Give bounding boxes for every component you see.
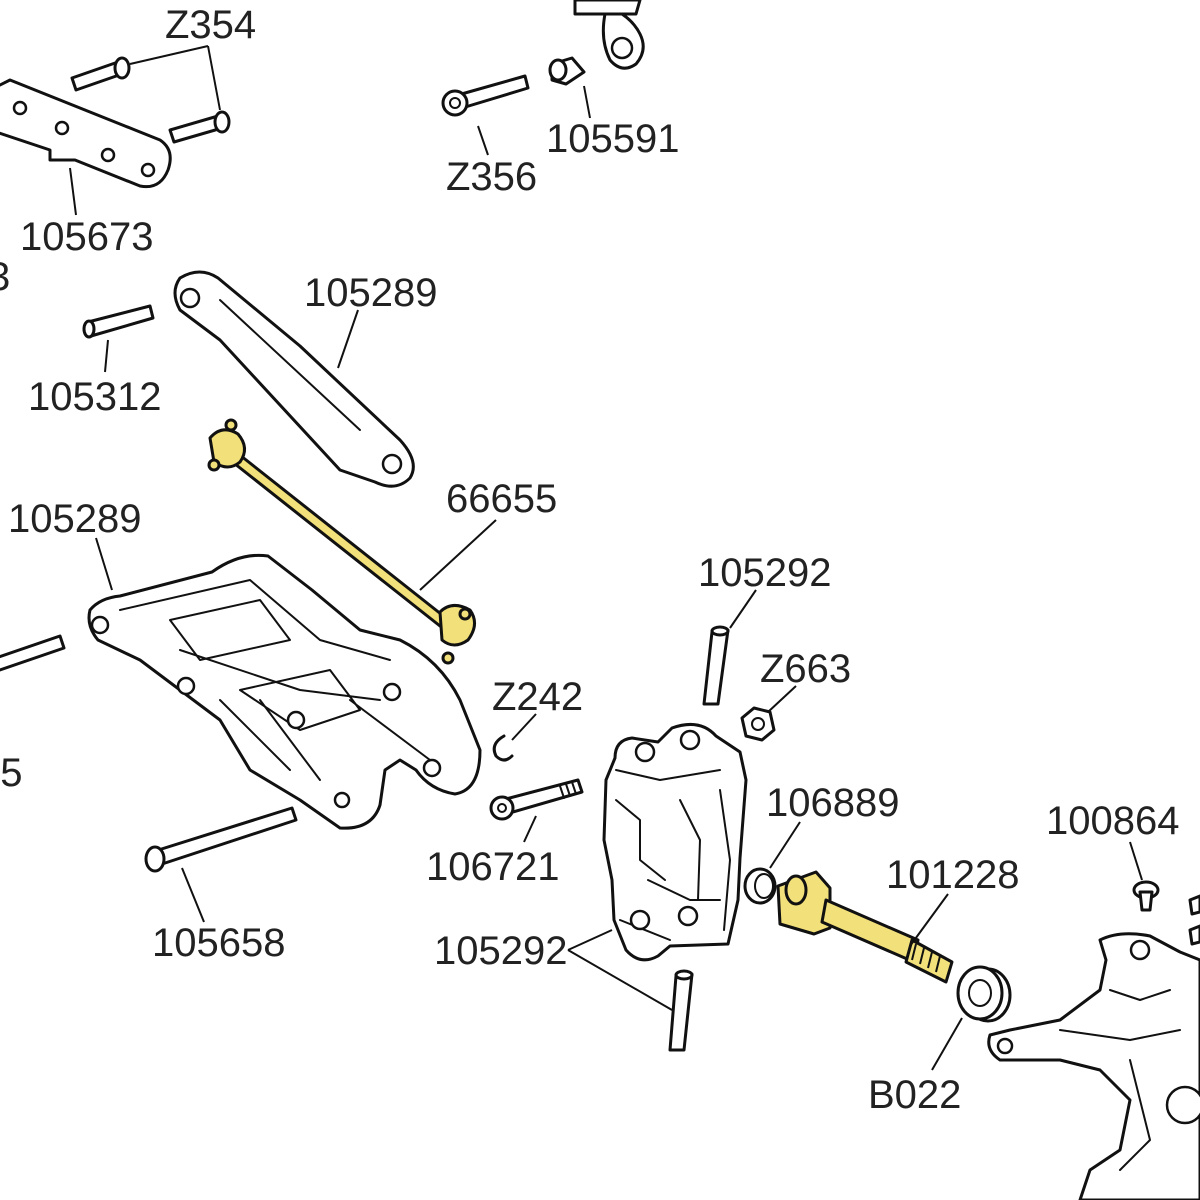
lower-arm-105289 (87, 553, 482, 830)
bushing-105591 (548, 56, 586, 86)
screw-z356 (441, 74, 530, 117)
pin-105292-top (702, 625, 730, 706)
label-106889: 106889 (766, 781, 899, 825)
nut-z663 (740, 706, 776, 742)
leader-lines (69, 45, 1143, 1071)
axle-101228 (776, 870, 954, 984)
label-105673: 105673 (20, 215, 153, 259)
part-labels: Z354 Z356 105591 105673 3 105289 105312 … (0, 3, 1179, 1117)
spacer-106889 (743, 867, 777, 905)
label-z354: Z354 (165, 3, 256, 47)
screw-z354-a (70, 56, 131, 92)
label-z356: Z356 (446, 155, 537, 199)
label-105658: 105658 (152, 921, 285, 965)
hinge-pin-106721 (489, 778, 584, 821)
label-105289-upper: 105289 (304, 271, 437, 315)
pin-105658 (144, 806, 298, 873)
pin-105292-bottom (668, 969, 694, 1052)
label-101228: 101228 (886, 853, 1019, 897)
label-edge-left-2: 75 (0, 751, 23, 795)
hub-carrier (602, 722, 748, 962)
label-105312: 105312 (28, 375, 161, 419)
label-105591: 105591 (546, 117, 679, 161)
label-100864: 100864 (1046, 799, 1179, 843)
label-105292-top: 105292 (698, 551, 831, 595)
label-105292-bottom: 105292 (434, 929, 567, 973)
screw-100864 (1132, 880, 1160, 912)
mount-plate-105673 (0, 78, 172, 189)
pin-left-edge (0, 634, 66, 672)
label-66655: 66655 (446, 477, 557, 521)
steering-knuckle (987, 894, 1200, 1200)
driveshaft-66655 (207, 418, 476, 665)
label-edge-left-1: 3 (0, 255, 10, 299)
label-z242: Z242 (492, 675, 583, 719)
screw-z354-b (168, 110, 231, 144)
shock-end (573, 0, 645, 70)
bearing-b022 (956, 965, 1012, 1023)
label-b022: B022 (868, 1073, 961, 1117)
label-105289-lower: 105289 (8, 497, 141, 541)
upper-arm-105289 (173, 270, 415, 488)
pin-105312 (82, 304, 155, 339)
label-106721: 106721 (426, 845, 559, 889)
eclip-z242 (492, 734, 514, 762)
label-z663: Z663 (760, 647, 851, 691)
